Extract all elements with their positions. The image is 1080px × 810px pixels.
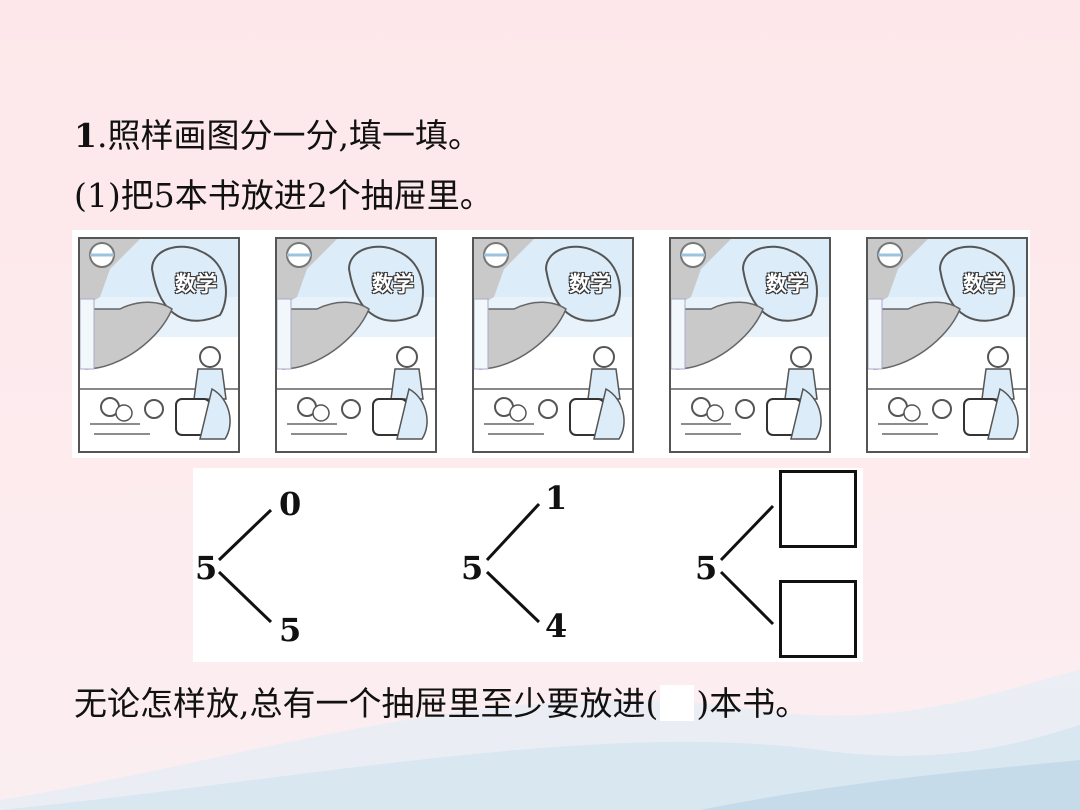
book-illustration xyxy=(671,239,829,440)
book-cover: 数学 xyxy=(78,237,240,453)
question-title: 1.照样画图分一分,填一填。 xyxy=(74,116,481,156)
book-cover: 数学 xyxy=(275,237,437,453)
sub-question: (1)把5本书放进2个抽屉里。 xyxy=(74,176,493,215)
background-wave xyxy=(0,670,1080,810)
book-label: 数学 xyxy=(766,272,808,296)
book-illustration xyxy=(868,239,1026,440)
book-label: 数学 xyxy=(175,272,217,296)
book-illustration xyxy=(277,239,435,440)
books-row: 数学 数学 xyxy=(72,230,1030,458)
book-cover: 数学 xyxy=(866,237,1028,453)
answer-box-top[interactable] xyxy=(779,470,857,548)
book-cover: 数学 xyxy=(669,237,831,453)
question-title-text: .照样画图分一分,填一填。 xyxy=(96,116,481,155)
decomp-total: 5 xyxy=(461,549,484,587)
book-cover: 数学 xyxy=(472,237,634,453)
book-label: 数学 xyxy=(372,272,414,296)
book-illustration xyxy=(80,239,238,440)
book-label: 数学 xyxy=(569,272,611,296)
answer-blank[interactable] xyxy=(660,685,695,721)
decomp-bottom: 4 xyxy=(545,607,568,645)
book-illustration xyxy=(474,239,632,440)
decomp-bottom: 5 xyxy=(279,611,302,649)
decomp-total: 5 xyxy=(695,549,718,587)
answer-box-bottom[interactable] xyxy=(779,580,857,658)
decomposition-branches xyxy=(217,502,775,626)
decomp-top: 1 xyxy=(545,479,568,517)
conclusion-sentence: 无论怎样放,总有一个抽屉里至少要放进( )本书。 xyxy=(74,684,808,724)
decomposition-panel: 5 0 5 5 1 4 5 xyxy=(193,468,863,662)
question-number: 1 xyxy=(74,116,97,155)
decomp-total: 5 xyxy=(195,549,218,587)
conclusion-before: 无论怎样放,总有一个抽屉里至少要放进( xyxy=(74,684,659,723)
book-label: 数学 xyxy=(963,272,1005,296)
decomp-top: 0 xyxy=(279,485,302,523)
conclusion-after: )本书。 xyxy=(696,684,809,723)
